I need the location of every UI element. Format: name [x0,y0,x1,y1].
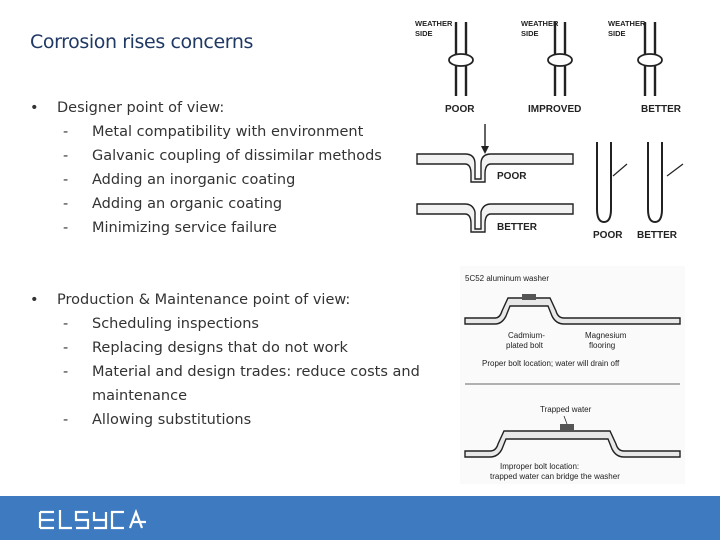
weather-side-label: SIDE [608,29,626,38]
list-item: Metal compatibility with environment [92,124,364,140]
elsyca-logo [38,508,148,536]
slide-title: Corrosion rises concerns [30,31,253,53]
magnesium-label: Magnesium [585,331,627,340]
dash-marker: - [63,124,69,140]
list-item: Adding an organic coating [92,196,283,212]
washer-label: 5C52 aluminum washer [465,274,549,283]
weld-design-figure: WEATHER SIDE WEATHER SIDE WEATHER SIDE P… [405,14,690,244]
weather-side-label: WEATHER [415,19,453,28]
weather-side-label: WEATHER [608,19,646,28]
dash-marker: - [63,220,69,236]
dash-marker: - [63,172,69,188]
cadmium-label: Cadmium- [508,331,545,340]
dash-marker: - [63,412,69,428]
cadmium-label: plated bolt [506,341,544,350]
joint-label-better: BETTER [497,222,538,233]
dash-marker: - [63,196,69,212]
label-better: BETTER [641,104,682,115]
magnesium-label: flooring [589,341,615,350]
list-item: Allowing substitutions [92,412,252,428]
elsyca-logo-mark [38,508,146,530]
list-item: Scheduling inspections [92,316,259,332]
trapped-label: Trapped water [540,405,592,414]
weather-side-label: WEATHER [521,19,559,28]
dash-marker: - [63,148,69,164]
list-item: Galvanic coupling of dissimilar methods [92,148,382,164]
weld-design-diagram: WEATHER SIDE WEATHER SIDE WEATHER SIDE P… [415,19,684,241]
weather-side-label: SIDE [415,29,433,38]
list-item: Minimizing service failure [92,220,277,236]
label-poor: POOR [445,104,475,115]
footer-bar [0,496,720,540]
bullet-production: • Production & Maintenance point of view… [30,288,430,432]
tube-label-poor: POOR [593,230,623,241]
bolt-location-figure: 5C52 aluminum washer Cadmium- plated bol… [460,266,685,484]
joint-label-poor: POOR [497,171,527,182]
list-item: Adding an inorganic coating [92,172,296,188]
page-number: 4 [672,484,679,497]
improper-caption: trapped water can bridge the washer [490,472,620,481]
bullet-heading: Designer point of view: [57,100,225,116]
improper-caption: Improper bolt location: [500,462,579,471]
dash-marker: - [63,364,69,380]
bolt-location-diagram: 5C52 aluminum washer Cadmium- plated bol… [460,266,685,484]
bullet-heading: Production & Maintenance point of view: [57,292,351,308]
list-item: Replacing designs that do not work [92,340,348,356]
weather-side-label: SIDE [521,29,539,38]
dash-marker: - [63,316,69,332]
dash-marker: - [63,340,69,356]
bullet-marker: • [30,292,39,308]
list-item: Material and design trades: reduce costs… [92,364,420,404]
proper-caption: Proper bolt location; water will drain o… [482,359,620,368]
bullet-marker: • [30,100,39,116]
tube-label-better: BETTER [637,230,678,241]
label-improved: IMPROVED [528,104,581,115]
bullet-designer: • Designer point of view: - Metal compati… [30,96,430,240]
